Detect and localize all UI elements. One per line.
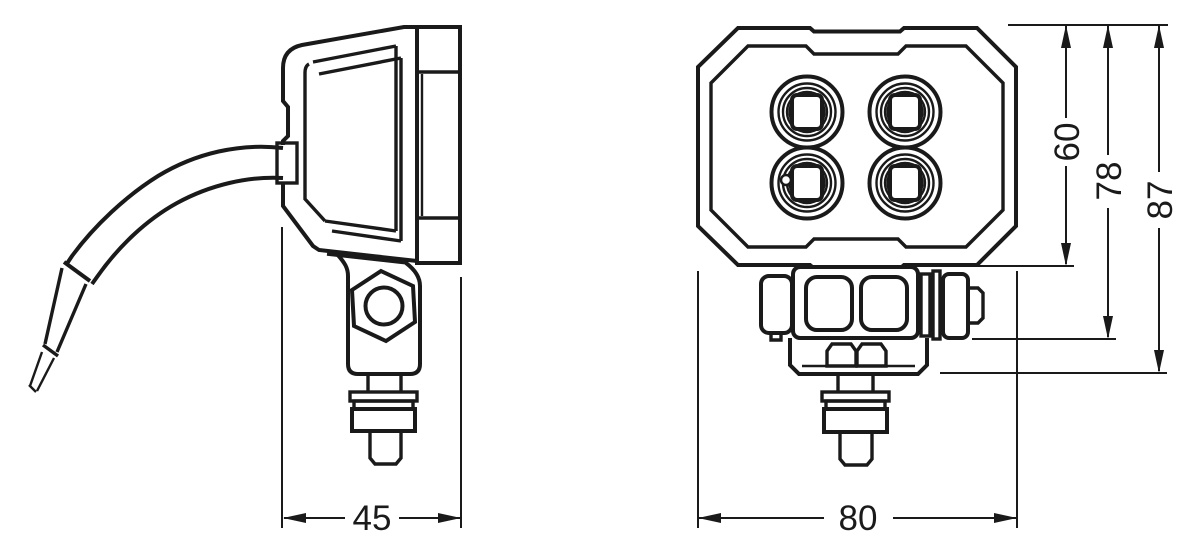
led-reflector-array bbox=[769, 74, 943, 221]
cable-connector bbox=[275, 141, 299, 185]
side-mounting-bracket bbox=[335, 252, 422, 376]
dimension-60-label: 60 bbox=[1048, 123, 1087, 162]
front-connector-block bbox=[759, 265, 985, 342]
dimension-width-45: 45 bbox=[281, 227, 462, 538]
dimension-width-80: 80 bbox=[697, 271, 1018, 538]
side-view-drawing: 45 bbox=[28, 25, 462, 538]
led-reflector bbox=[867, 74, 943, 150]
alignment-dot bbox=[779, 173, 793, 187]
right-plate-stack bbox=[919, 269, 985, 341]
front-mounting-bracket bbox=[788, 338, 929, 376]
front-housing-outline bbox=[696, 26, 1018, 271]
front-thread-bolt bbox=[838, 432, 874, 467]
dimension-height-78: 78 bbox=[972, 25, 1129, 340]
vertical-dimensions: 60 78 87 bbox=[940, 24, 1180, 374]
dimension-80-label: 80 bbox=[839, 499, 878, 538]
bracket-nut bbox=[825, 342, 858, 368]
dimension-height-87: 87 bbox=[940, 25, 1180, 374]
front-view-drawing: 80 60 78 bbox=[696, 24, 1180, 538]
pivot-bolt-hole bbox=[363, 285, 405, 327]
led-reflector bbox=[769, 74, 845, 150]
side-mounting-stem bbox=[348, 374, 419, 466]
front-mounting-stem bbox=[820, 374, 891, 467]
power-cable bbox=[28, 144, 284, 393]
dimension-height-60: 60 bbox=[976, 25, 1087, 267]
dimension-78-label: 78 bbox=[1090, 162, 1129, 201]
led-reflector bbox=[867, 145, 943, 221]
side-thread-bolt bbox=[368, 431, 403, 466]
side-housing-outline bbox=[281, 25, 418, 263]
dimension-87-label: 87 bbox=[1141, 181, 1180, 220]
led-reflector bbox=[769, 145, 845, 221]
left-flange bbox=[759, 274, 794, 335]
side-lens-strip bbox=[415, 25, 462, 265]
front-bezel-outline bbox=[709, 44, 1005, 249]
bracket-nut bbox=[855, 342, 888, 368]
side-bezel-lines bbox=[303, 44, 409, 265]
dimension-45-label: 45 bbox=[353, 499, 392, 538]
